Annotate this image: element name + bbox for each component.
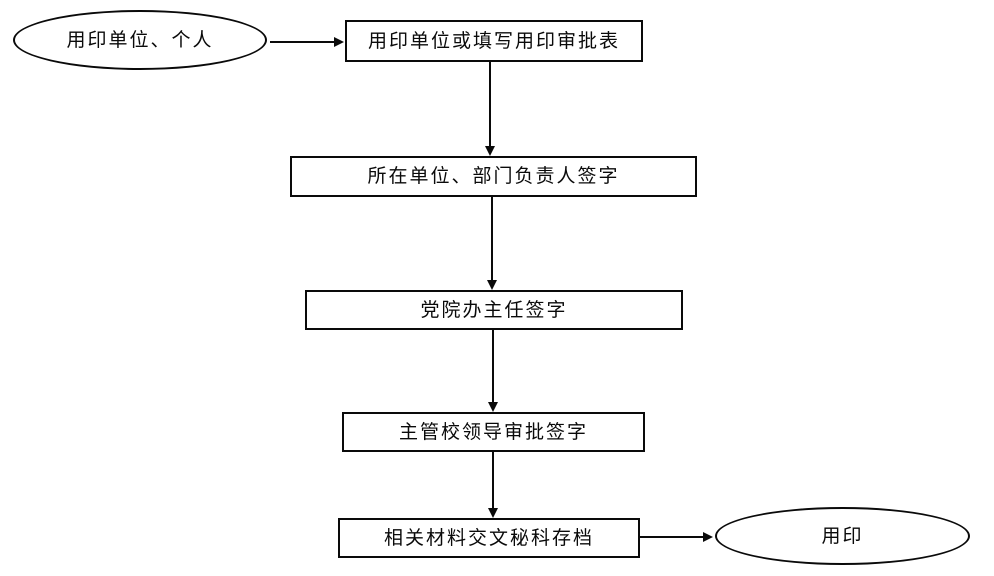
flowchart-node-school-leader-approval-signature: 主管校领导审批签字 bbox=[342, 412, 645, 452]
node-end-label: 用印 bbox=[821, 525, 864, 547]
arrow-head-down-icon bbox=[488, 402, 498, 412]
arrow-line bbox=[492, 452, 494, 508]
arrow-line bbox=[270, 41, 334, 43]
flowchart-node-end-ellipse: 用印 bbox=[715, 507, 970, 565]
arrow-line bbox=[489, 62, 491, 146]
arrow-line bbox=[491, 197, 493, 280]
arrow-head-down-icon bbox=[488, 508, 498, 518]
node-step3-label: 党院办主任签字 bbox=[420, 299, 568, 321]
node-step4-label: 主管校领导审批签字 bbox=[398, 421, 588, 443]
flowchart-node-department-head-signature: 所在单位、部门负责人签字 bbox=[290, 156, 697, 197]
node-step5-label: 相关材料交文秘科存档 bbox=[383, 527, 594, 549]
flowchart-node-archive-materials: 相关材料交文秘科存档 bbox=[338, 518, 640, 558]
node-step2-label: 所在单位、部门负责人签字 bbox=[367, 166, 620, 187]
arrow-head-right-icon bbox=[334, 37, 344, 47]
arrow-head-right-icon bbox=[703, 532, 713, 542]
flowchart-node-fill-approval-form: 用印单位或填写用印审批表 bbox=[345, 20, 643, 62]
arrow-line bbox=[492, 330, 494, 402]
arrow-head-down-icon bbox=[485, 146, 495, 156]
flowchart-node-office-director-signature: 党院办主任签字 bbox=[305, 290, 683, 330]
arrow-line bbox=[640, 536, 703, 538]
node-start-label: 用印单位、个人 bbox=[66, 29, 214, 51]
node-step1-label: 用印单位或填写用印审批表 bbox=[367, 30, 620, 52]
arrow-head-down-icon bbox=[487, 280, 497, 290]
flowchart-node-start-ellipse: 用印单位、个人 bbox=[13, 10, 267, 70]
